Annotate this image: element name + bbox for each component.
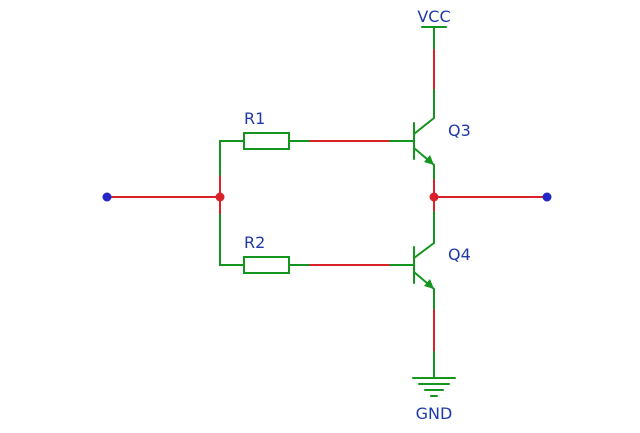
- gnd-label: GND: [416, 404, 453, 423]
- ground-symbol: [412, 377, 456, 397]
- r2-label: R2: [244, 233, 265, 252]
- r2-left-lead: [219, 214, 245, 266]
- input-junction: [215, 192, 225, 202]
- transistor-q3: [413, 117, 435, 166]
- r1-left-lead: [219, 140, 245, 176]
- input-port[interactable]: [102, 192, 112, 202]
- resistor-r1: [243, 132, 290, 150]
- q3-label: Q3: [448, 121, 471, 140]
- resistor-r2: [243, 256, 290, 274]
- vcc-label: VCC: [417, 7, 450, 26]
- transistor-q4: [413, 242, 435, 290]
- r1-label: R1: [244, 109, 265, 128]
- output-junction: [429, 192, 439, 202]
- output-port[interactable]: [542, 192, 552, 202]
- q4-label: Q4: [448, 245, 471, 264]
